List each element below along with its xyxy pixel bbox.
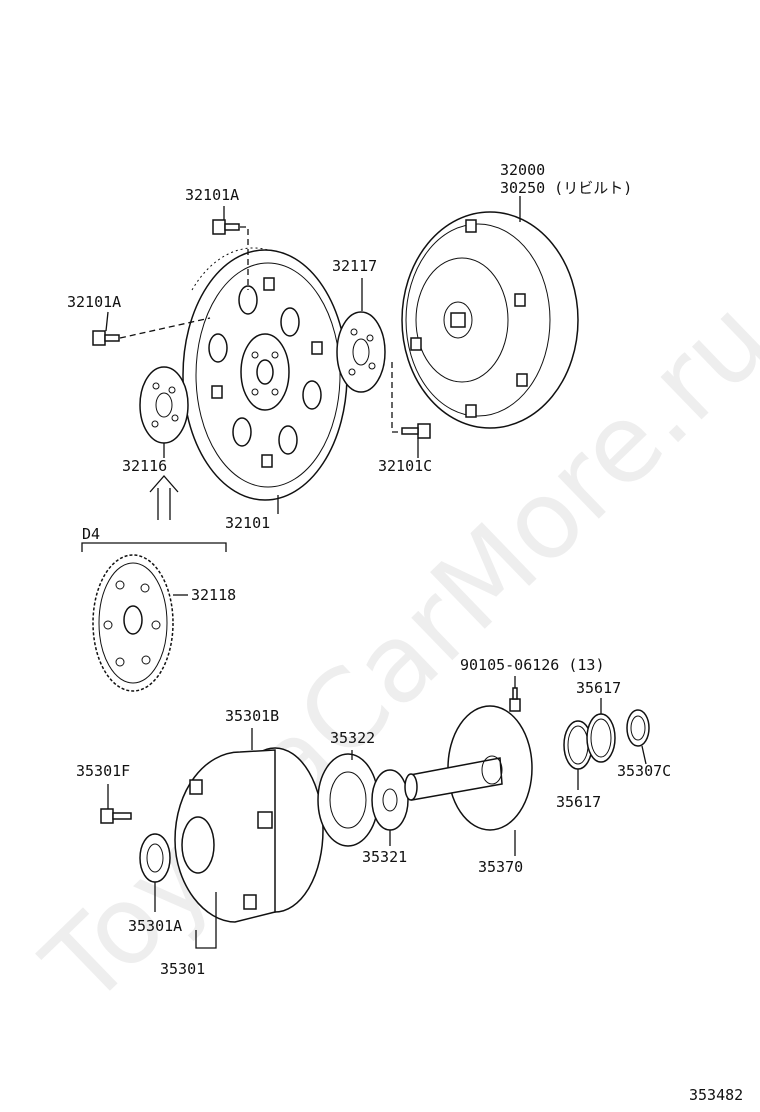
flex-plate-32118[interactable] [92, 554, 174, 692]
bolt-32101A-left[interactable] [92, 330, 120, 346]
label-35322: 35322 [330, 729, 375, 747]
label-32101C: 32101C [378, 457, 432, 475]
plate-32116[interactable] [139, 366, 189, 444]
drive-plate-32101[interactable] [182, 247, 348, 501]
label-35301: 35301 [160, 960, 205, 978]
seal-35301A[interactable] [139, 833, 171, 883]
label-35617-top: 35617 [576, 679, 621, 697]
oil-pump-body-35301[interactable] [174, 747, 324, 923]
plate-32117[interactable] [336, 311, 386, 393]
torque-converter-32000[interactable] [401, 211, 579, 429]
label-35307C: 35307C [617, 762, 671, 780]
bolt-32101A-top[interactable] [212, 219, 240, 235]
label-35321: 35321 [362, 848, 407, 866]
label-35301F: 35301F [76, 762, 130, 780]
stator-shaft-35370[interactable] [404, 705, 533, 831]
label-32118: 32118 [191, 586, 236, 604]
label-32116: 32116 [122, 457, 167, 475]
label-32101A-top: 32101A [185, 186, 239, 204]
label-32101A-left: 32101A [67, 293, 121, 311]
bolt-35301F[interactable] [100, 808, 132, 824]
label-30250: 30250 (リビルト) [500, 179, 632, 197]
label-32117: 32117 [332, 257, 377, 275]
label-32000: 32000 [500, 161, 545, 179]
gear-35321[interactable] [371, 769, 409, 831]
label-35301B: 35301B [225, 707, 279, 725]
label-35370: 35370 [478, 858, 523, 876]
ring-35307C[interactable] [626, 709, 650, 747]
label-32101: 32101 [225, 514, 270, 532]
gear-35322[interactable] [317, 753, 379, 847]
group-label-D4: D4 [82, 525, 100, 543]
label-35301A: 35301A [128, 917, 182, 935]
bolt-90105-06126[interactable] [509, 687, 521, 712]
diagram-id: 353482 [689, 1086, 743, 1104]
bolt-32101C[interactable] [401, 423, 431, 439]
ring-35617-b[interactable] [586, 713, 616, 763]
label-35617-bottom: 35617 [556, 793, 601, 811]
label-90105-06126: 90105-06126 (13) [460, 656, 605, 674]
